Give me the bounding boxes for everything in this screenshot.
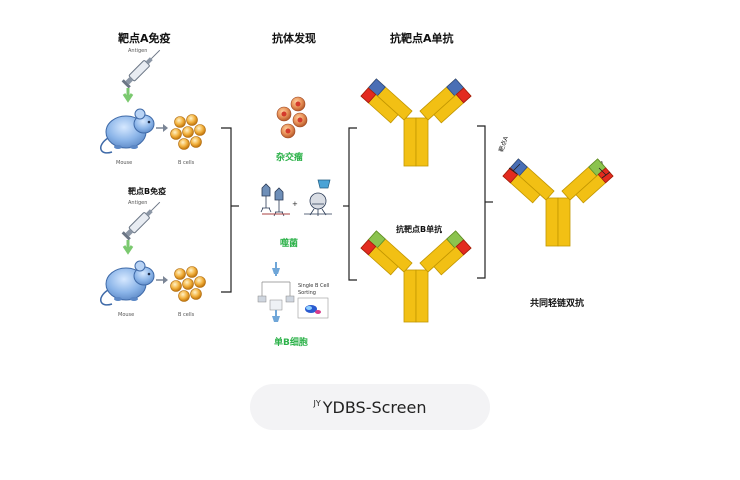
- arrow-right-icon: [156, 276, 168, 284]
- hybridoma-icon: [276, 96, 308, 139]
- hybridoma-label: 杂交瘤: [276, 153, 304, 163]
- bracket-col1: [221, 127, 239, 293]
- b-cells-icon: [170, 266, 206, 302]
- header-antibody-discovery: 抗体发现: [272, 32, 316, 45]
- syringe-icon: [121, 201, 161, 241]
- bcells-label-b: B cells: [178, 312, 195, 318]
- b-cells-icon: [170, 114, 206, 150]
- mouse-label-b: Mouse: [118, 312, 135, 318]
- arrow-down-icon: [122, 240, 134, 255]
- bracket-col3-close: [477, 125, 493, 279]
- svg-text:+: +: [292, 200, 298, 208]
- mouse-icon: [100, 260, 155, 306]
- bcells-label-a: B cells: [178, 160, 195, 166]
- brand-prefix: JY: [313, 399, 321, 409]
- antibody-target-a: [360, 78, 472, 167]
- antibody-target-b: [360, 230, 472, 323]
- antigen-label-b: Antigen: [128, 200, 148, 206]
- mouse-icon: [100, 108, 155, 154]
- mouse-label-a: Mouse: [116, 160, 133, 166]
- antigen-label-a: Antigen: [128, 48, 148, 54]
- bracket-col3-open: [343, 127, 357, 281]
- bispecific-antibody: [502, 158, 614, 247]
- header-anti-target-b-mab: 抗靶点B单抗: [396, 225, 443, 234]
- header-target-b-immunization: 靶点B免疫: [128, 187, 167, 196]
- phage-label: 噬菌: [280, 239, 299, 249]
- brand-title: YDBS-Screen: [322, 397, 427, 417]
- syringe-icon: [121, 49, 161, 89]
- single-b-cell-label: 单B细胞: [274, 338, 308, 348]
- bispecific-caption: 共同轻链双抗: [530, 299, 585, 309]
- header-anti-target-a-mab: 抗靶点A单抗: [390, 32, 454, 45]
- sorting-text-2: Sorting: [298, 290, 316, 296]
- sorting-text-1: Single B Cell: [298, 283, 330, 289]
- arrow-down-icon: [122, 88, 134, 103]
- header-target-a-immunization: 靶点A免疫: [118, 32, 171, 45]
- single-b-cell-sorting-icon: [257, 262, 329, 322]
- phage-icon: +: [260, 179, 332, 217]
- arrow-right-icon: [156, 124, 168, 132]
